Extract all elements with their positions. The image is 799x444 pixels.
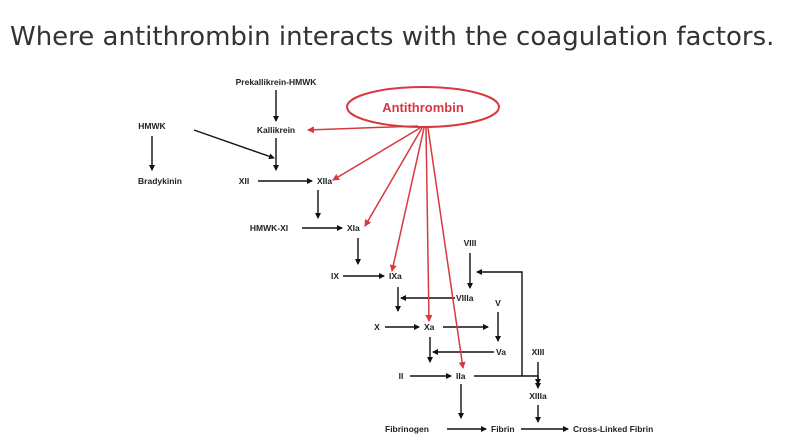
- label-cross-linked-fibrin: Cross-Linked Fibrin: [573, 424, 653, 434]
- label-viiia: VIIIa: [456, 293, 474, 303]
- label-kallikrein: Kallikrein: [257, 125, 295, 135]
- label-ii: II: [399, 371, 404, 381]
- arrow-hmwk-to-xii-pathway: [193, 129, 275, 160]
- pathway-arrows: [149, 90, 569, 432]
- slide-title: Where antithrombin interacts with the co…: [10, 22, 775, 52]
- label-bradykinin: Bradykinin: [138, 176, 182, 186]
- inhibit-ixa: [389, 127, 425, 272]
- label-fibrinogen: Fibrinogen: [385, 424, 429, 434]
- label-fibrin: Fibrin: [491, 424, 515, 434]
- label-xiia: XIIa: [317, 176, 332, 186]
- label-xiiia: XIIIa: [529, 391, 547, 401]
- antithrombin-ellipse: [346, 86, 500, 128]
- label-xa: Xa: [424, 322, 435, 332]
- arrow-iia-feedback-viii: [474, 269, 523, 377]
- label-ix: IX: [331, 271, 339, 281]
- label-ixa: IXa: [389, 271, 402, 281]
- label-v: V: [495, 298, 501, 308]
- label-va: Va: [496, 347, 506, 357]
- label-xiii: XIII: [532, 347, 545, 357]
- label-prekallikrein-hmwk: Prekallikrein-HMWK: [236, 77, 318, 87]
- label-xii: XII: [239, 176, 249, 186]
- label-iia: IIa: [456, 371, 466, 381]
- inhibit-iia: [427, 127, 466, 369]
- antithrombin-arrows: [307, 125, 466, 369]
- label-hmwk-xi: HMWK-XI: [250, 223, 288, 233]
- antithrombin-label: Antithrombin: [382, 100, 464, 115]
- inhibit-kallikrein: [307, 125, 419, 134]
- inhibit-xia: [364, 127, 423, 227]
- arrow-iia-to-xiii-path: [522, 375, 541, 385]
- label-viii: VIII: [464, 238, 477, 248]
- label-hmwk: HMWK: [138, 121, 166, 131]
- inhibit-xiia: [332, 127, 421, 181]
- label-x: X: [374, 322, 380, 332]
- label-xia: XIa: [347, 223, 360, 233]
- inhibit-xa: [425, 127, 433, 322]
